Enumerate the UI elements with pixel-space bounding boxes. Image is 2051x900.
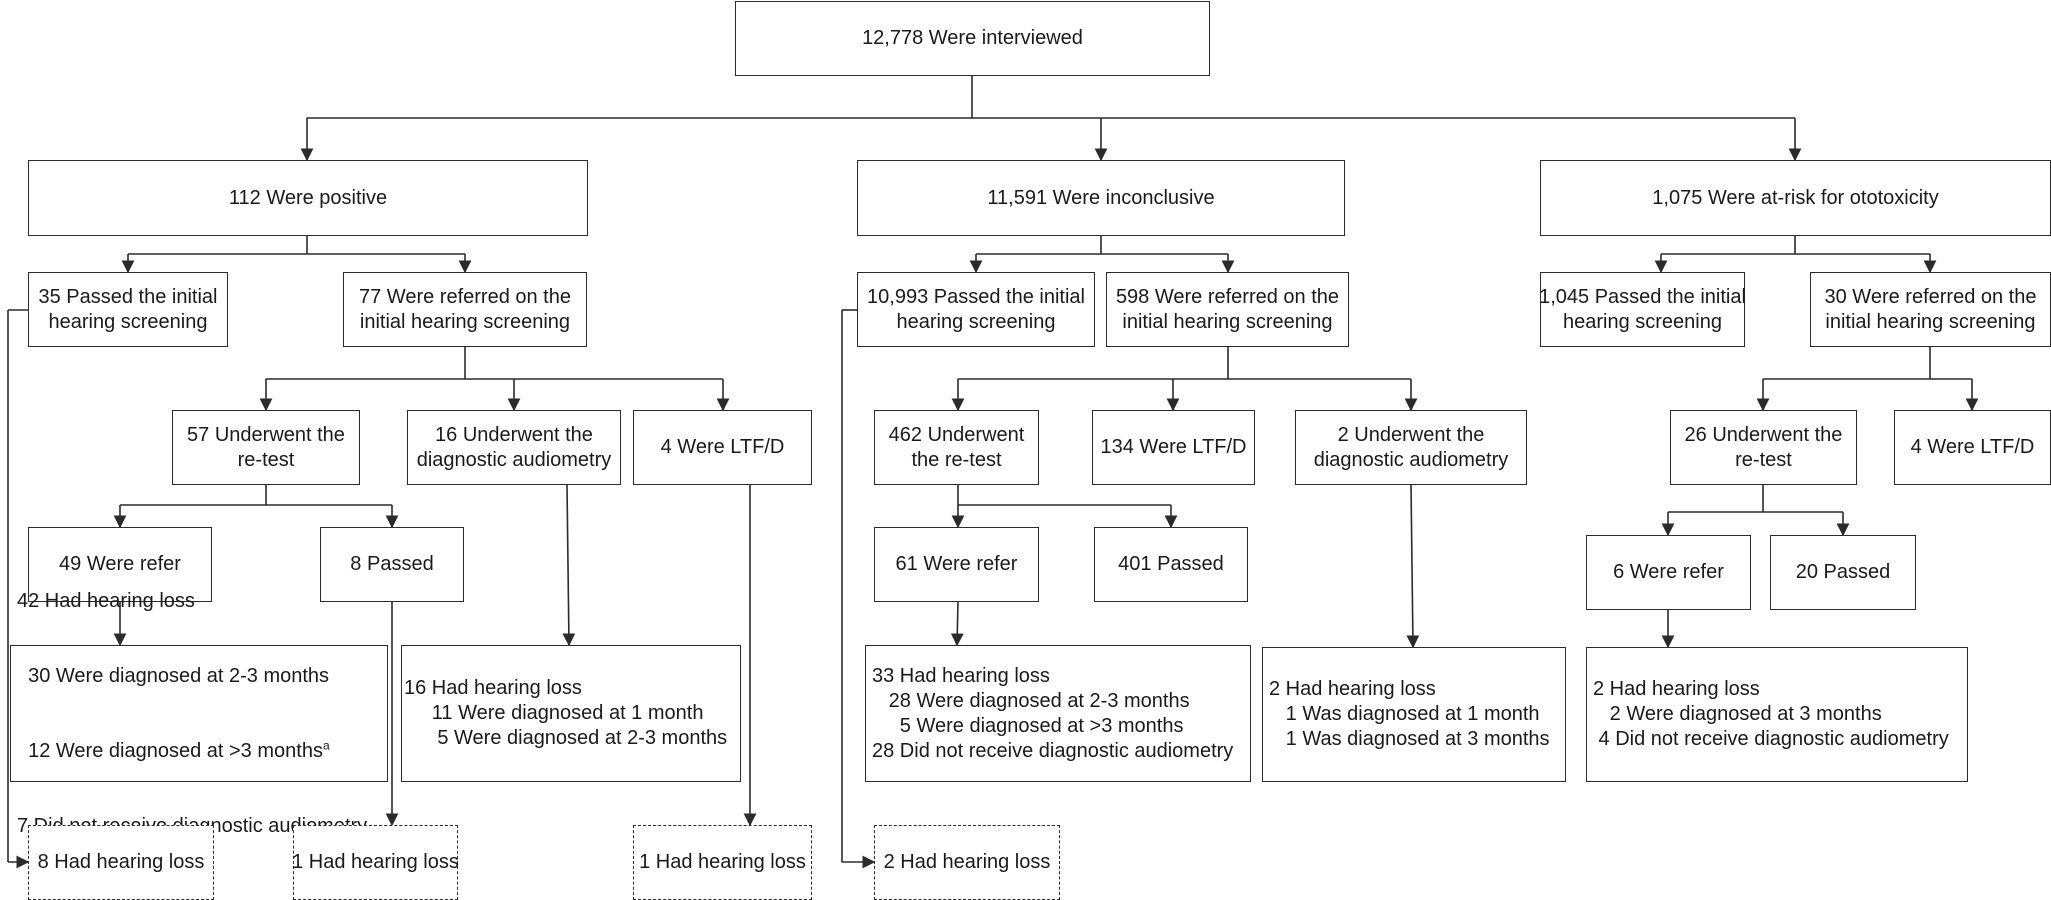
node-inc-passed-initial: 10,993 Passed the initial hearing screen… <box>857 272 1095 347</box>
node-pos-retest: 57 Underwent the re-test <box>172 410 360 485</box>
node-pos-ltfd: 4 Were LTF/D <box>633 410 812 485</box>
node-pos-refer: 49 Were refer <box>28 527 212 602</box>
node-inc-hearing-loss-retest: 33 Had hearing loss 28 Were diagnosed at… <box>865 645 1251 782</box>
node-ar-retest: 26 Underwent the re-test <box>1670 410 1857 485</box>
node-inc-retest-passed: 401 Passed <box>1094 527 1248 602</box>
node-inconclusive: 11,591 Were inconclusive <box>857 160 1345 236</box>
node-positive: 112 Were positive <box>28 160 588 236</box>
node-inc-refer: 61 Were refer <box>874 527 1039 602</box>
node-ar-hearing-loss: 2 Had hearing loss 2 Were diagnosed at 3… <box>1586 647 1968 782</box>
connector-20 <box>562 484 576 647</box>
connector-38 <box>950 601 964 647</box>
node-at-risk: 1,075 Were at-risk for ototoxicity <box>1540 160 2051 236</box>
node-inc-dashed-passed-initial: 2 Had hearing loss <box>874 825 1060 900</box>
node-ar-passed-initial: 1,045 Passed the initial hearing screeni… <box>1539 272 1746 347</box>
node-root: 12,778 Were interviewed <box>735 1 1210 76</box>
node-ar-referred-initial: 30 Were referred on the initial hearing … <box>1810 272 2051 347</box>
node-pos-diagnostic: 16 Underwent the diagnostic audiometry <box>407 410 621 485</box>
connector-39 <box>1406 484 1420 649</box>
node-inc-retest: 462 Underwent the re-test <box>874 410 1039 485</box>
node-pos-dashed-ltfd: 1 Had hearing loss <box>633 825 812 900</box>
node-pos-passed-initial: 35 Passed the initial hearing screening <box>28 272 228 347</box>
node-ar-refer: 6 Were refer <box>1586 535 1751 610</box>
node-inc-ltfd: 134 Were LTF/D <box>1092 410 1255 485</box>
node-inc-referred-initial: 598 Were referred on the initial hearing… <box>1106 272 1349 347</box>
node-ar-retest-passed: 20 Passed <box>1770 535 1916 610</box>
node-pos-hearing-loss-diagnostic: 16 Had hearing loss 11 Were diagnosed at… <box>401 645 741 782</box>
node-pos-referred-initial: 77 Were referred on the initial hearing … <box>343 272 587 347</box>
node-pos-hearing-loss-retest: 42 Had hearing loss 30 Were diagnosed at… <box>10 590 388 837</box>
node-inc-diagnostic: 2 Underwent the diagnostic audiometry <box>1295 410 1527 485</box>
node-pos-dashed-retest-passed: 1 Had hearing loss <box>292 825 459 900</box>
node-ar-ltfd: 4 Were LTF/D <box>1894 410 2051 485</box>
node-pos-dashed-passed-initial: 8 Had hearing loss <box>28 825 214 900</box>
node-pos-retest-passed: 8 Passed <box>320 527 464 602</box>
node-inc-hearing-loss-diagnostic: 2 Had hearing loss 1 Was diagnosed at 1 … <box>1262 647 1566 782</box>
